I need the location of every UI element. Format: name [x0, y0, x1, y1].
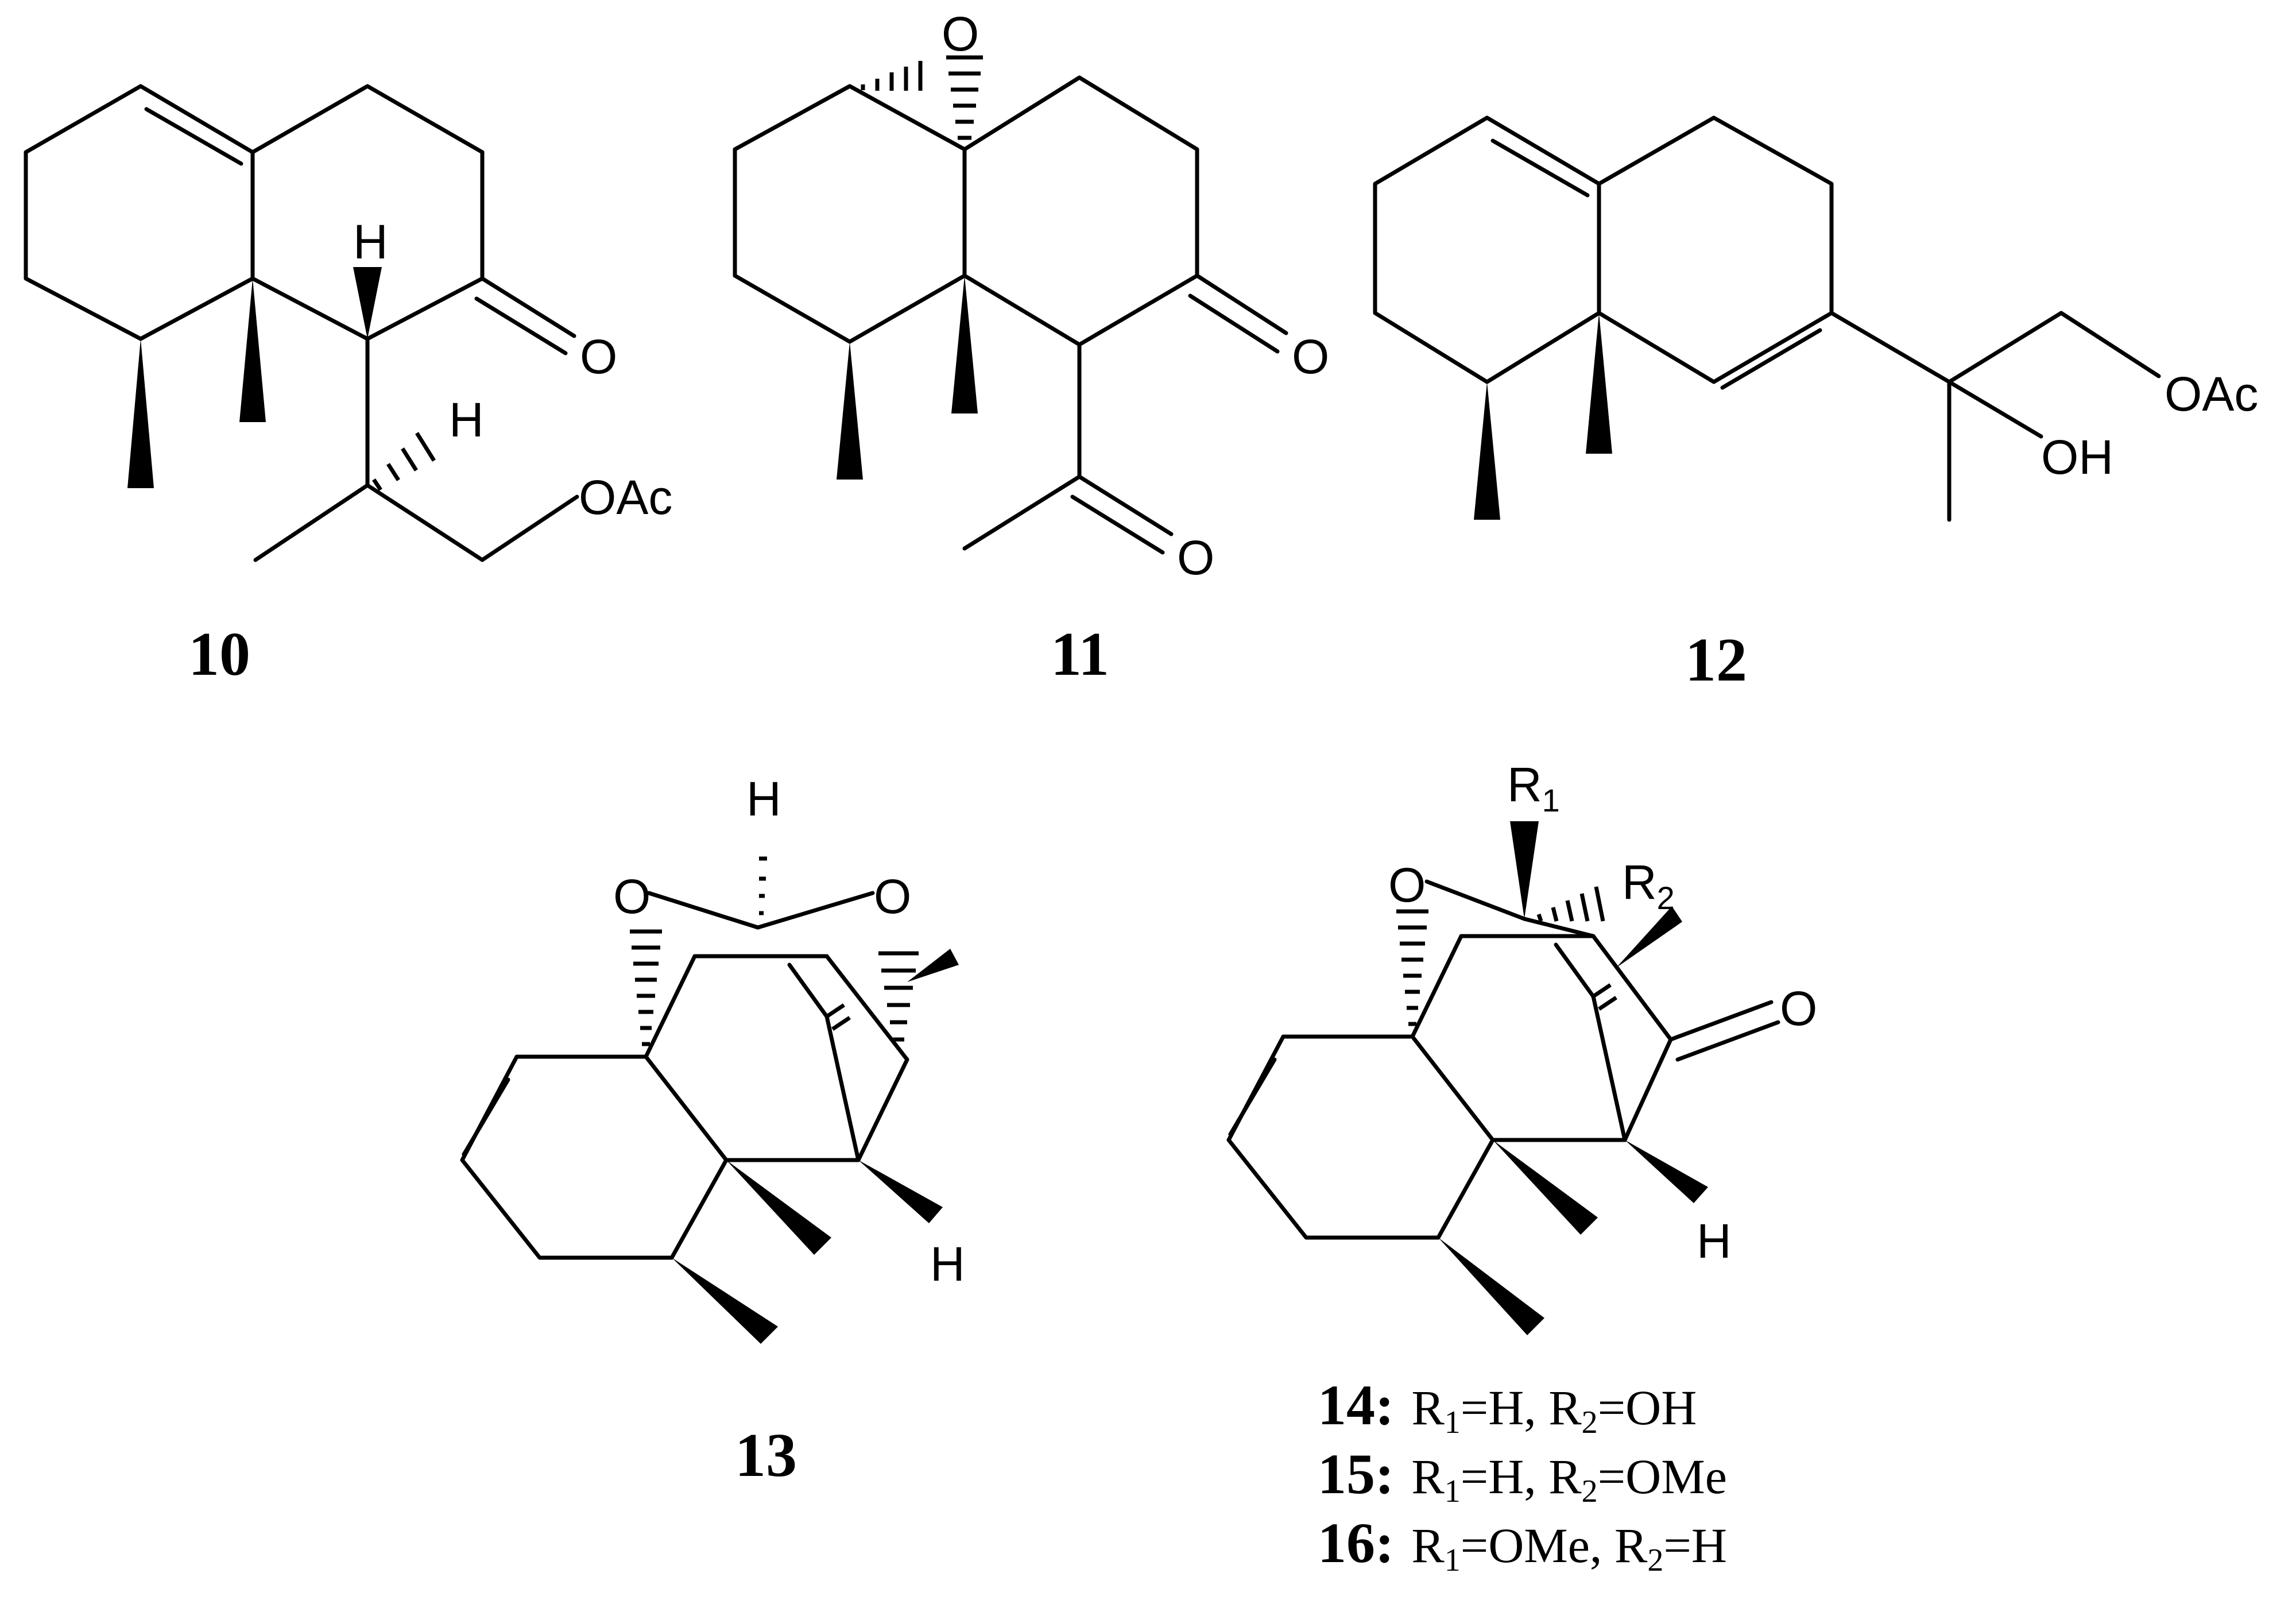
hashed-bond: [878, 951, 919, 1042]
wedge-bond: [1586, 313, 1612, 454]
hydrogen-label: H: [449, 393, 484, 447]
compound-14-16-structure: R1 R2 O O H: [1226, 757, 1817, 1335]
wedge-bond: [907, 949, 959, 982]
hashed-bond: [630, 929, 662, 1046]
carbonyl-oxygen-label: O: [1177, 531, 1214, 585]
ring-oxygen-label: O: [613, 869, 651, 923]
hashed-bond: [826, 1003, 851, 1031]
hydrogen-label: H: [353, 215, 388, 269]
hydrogen-label: H: [930, 1237, 965, 1291]
wedge-bond: [1438, 1238, 1544, 1335]
carbonyl-oxygen-label: O: [580, 330, 617, 384]
ring-oxygen-label: O: [874, 869, 911, 923]
wedge-bond: [837, 342, 863, 480]
hydrogen-label: H: [1697, 1214, 1732, 1268]
wedge-bond: [858, 1160, 943, 1223]
wedge-bond: [1616, 906, 1682, 968]
wedge-bond: [951, 276, 978, 413]
substituent-row-15: 15:R1=H, R2=OMe: [1318, 1442, 1727, 1509]
wedge-bond: [1493, 1140, 1598, 1235]
ring-oxygen-label: O: [1388, 858, 1426, 912]
wedge-bond: [726, 1160, 831, 1255]
compound-13-structure: H O O H: [460, 772, 965, 1344]
wedge-bond: [1474, 382, 1500, 520]
epoxide-oxygen-label: O: [942, 7, 979, 61]
substituent-table: 14:R1=H, R2=OH 15:R1=H, R2=OMe 16:R1=OMe…: [1318, 1373, 1727, 1578]
hydrogen-label: H: [746, 772, 781, 826]
compound-10-structure: H H O OAc: [24, 84, 672, 562]
epoxide-hashed-bond: [861, 61, 923, 91]
compound-label-12: 12: [1685, 626, 1747, 694]
substituent-row-14: 14:R1=H, R2=OH: [1318, 1373, 1697, 1440]
compound-12-structure: OAc OH: [1373, 115, 2258, 522]
r2-label: R2: [1622, 855, 1675, 916]
carbonyl-oxygen-label: O: [1780, 981, 1817, 1035]
hydroxyl-label: OH: [2041, 430, 2113, 484]
acetoxy-label: OAc: [2165, 367, 2258, 421]
acetoxy-label: OAc: [579, 470, 672, 524]
hashed-bond: [1592, 983, 1617, 1011]
hashed-bond: [759, 856, 767, 915]
hashed-bond: [1536, 886, 1605, 922]
wedge-bond: [672, 1258, 778, 1344]
r1-label: R1: [1507, 757, 1560, 818]
compound-label-10: 10: [188, 620, 250, 689]
hashed-bond: [1396, 909, 1428, 1026]
wedge-bond: [127, 339, 154, 488]
compound-label-13: 13: [735, 1421, 797, 1490]
wedge-bond: [239, 279, 266, 422]
epoxide-hashed-bond: [946, 55, 983, 140]
wedge-bond: [353, 267, 382, 339]
wedge-bond: [1625, 1140, 1708, 1203]
carbonyl-oxygen-label: O: [1292, 330, 1329, 384]
substituent-row-16: 16:R1=OMe, R2=H: [1318, 1511, 1727, 1578]
compound-label-11: 11: [1051, 620, 1109, 689]
wedge-bond: [1510, 821, 1539, 919]
hashed-bond: [372, 432, 436, 491]
compound-11-structure: O O O: [733, 7, 1329, 585]
